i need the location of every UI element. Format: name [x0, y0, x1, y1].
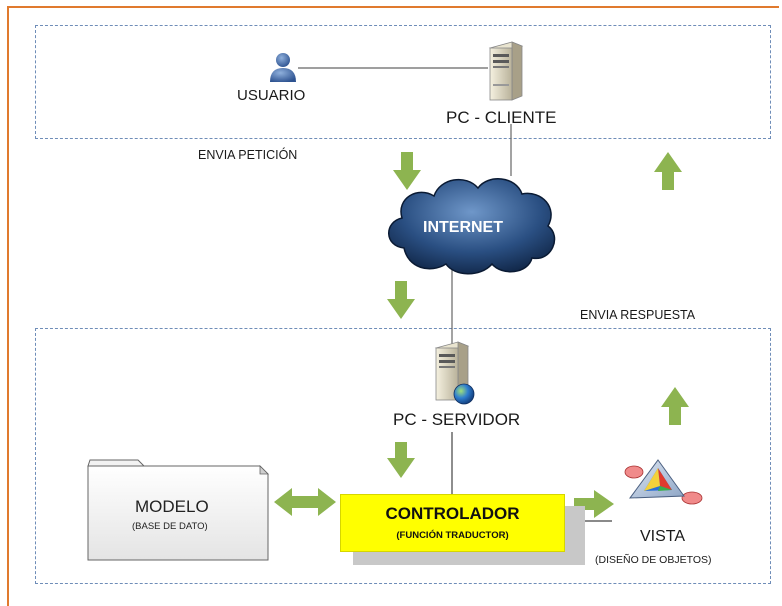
vista-design-icon [624, 459, 703, 505]
user-icon [270, 53, 296, 82]
pc-cliente-label: PC - CLIENTE [446, 108, 557, 127]
up-arrow-respuesta-top [654, 152, 682, 190]
pc-servidor-label: PC - SERVIDOR [393, 410, 521, 429]
controlador-box: CONTROLADOR (FUNCIÓN TRADUCTOR) [340, 494, 565, 552]
up-arrow-respuesta-bottom [661, 387, 689, 425]
pc-cliente-icon [488, 41, 524, 101]
diagram-frame [7, 6, 779, 606]
client-zone [35, 25, 771, 139]
modelo-folder-icon [87, 459, 269, 561]
vista-sub-label: (DISEÑO DE OBJETOS) [595, 554, 712, 566]
down-arrow-servidor [387, 442, 415, 478]
down-arrow-internet [387, 281, 415, 319]
envia-peticion-label: ENVIA PETICIÓN [198, 148, 298, 162]
usuario-label: USUARIO [237, 87, 306, 104]
server-zone [35, 328, 771, 584]
internet-cloud-icon [388, 178, 556, 275]
modelo-sub-label: (BASE DE DATO) [132, 521, 208, 532]
down-arrow-peticion [393, 152, 421, 190]
vista-label: VISTA [640, 528, 686, 545]
envia-respuesta-label: ENVIA RESPUESTA [580, 308, 696, 322]
controlador-label: CONTROLADOR [385, 504, 520, 523]
controlador-sub-label: (FUNCIÓN TRADUCTOR) [396, 530, 509, 541]
modelo-label: MODELO [135, 497, 209, 516]
internet-label: INTERNET [423, 219, 503, 236]
pc-servidor-icon [434, 341, 475, 405]
right-arrow-vista [574, 490, 614, 518]
bidirectional-arrow-modelo [274, 488, 336, 516]
